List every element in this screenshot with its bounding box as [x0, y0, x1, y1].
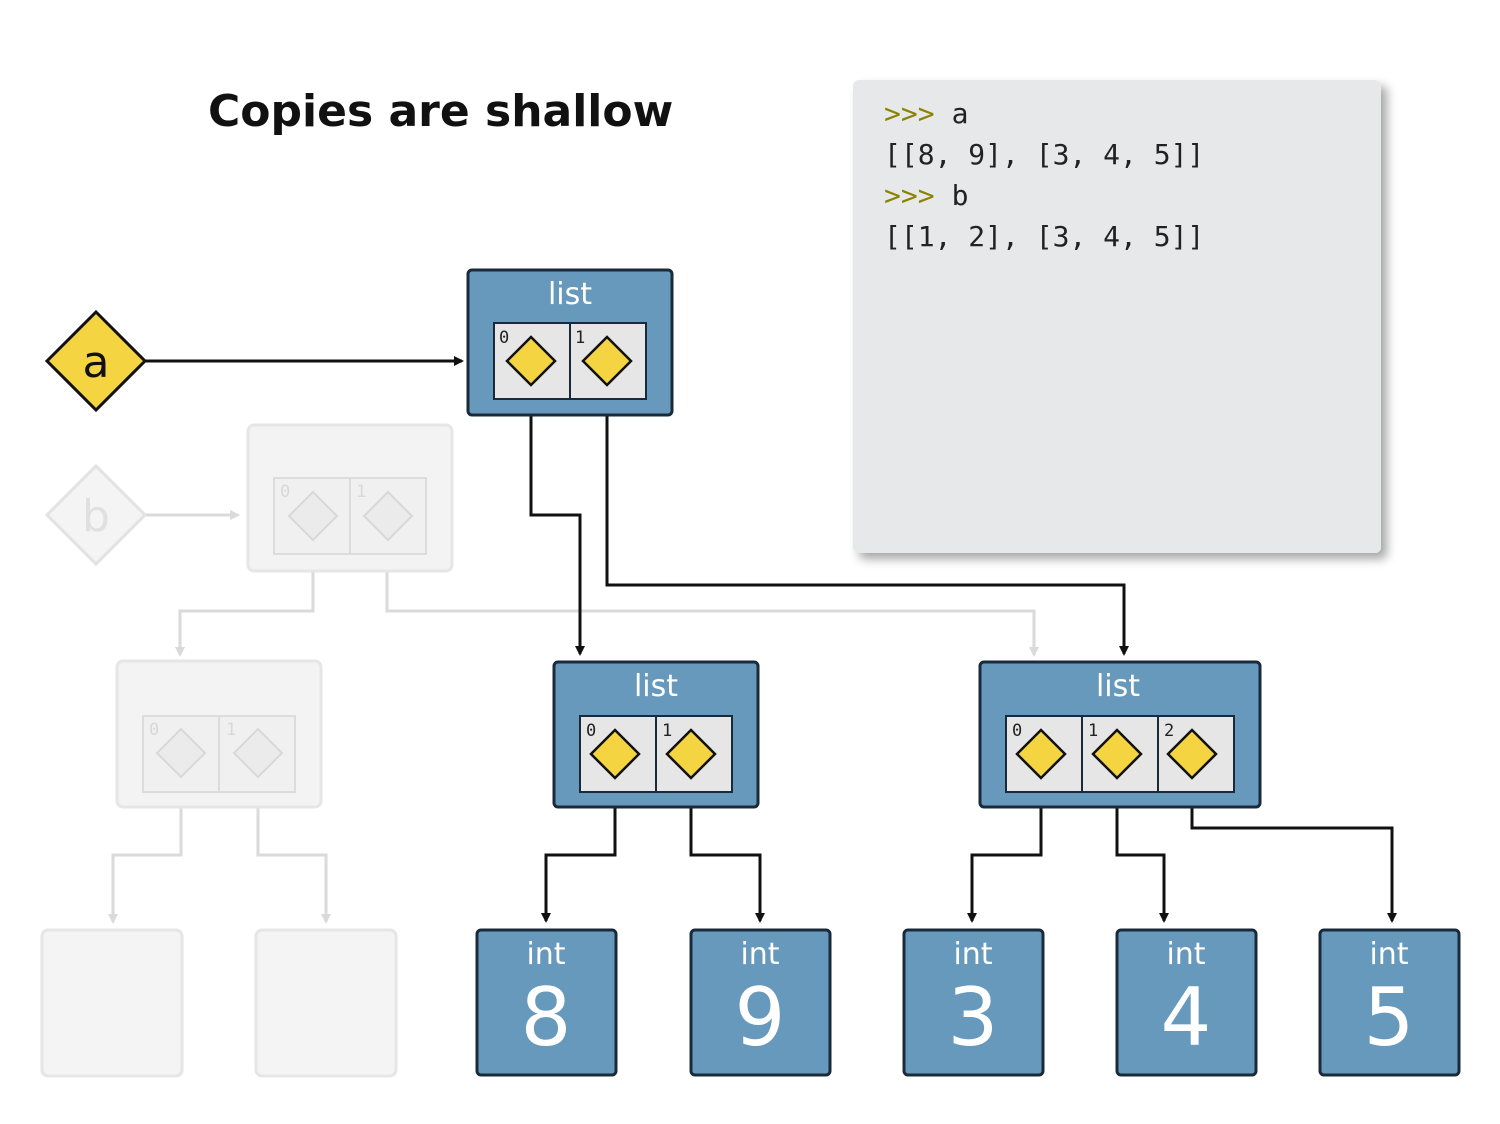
ref-diamond — [1015, 728, 1067, 780]
list-sub-2-idx-2: 2 — [1164, 721, 1174, 741]
ref-diamond — [589, 728, 641, 780]
arrow-to-int-4 — [1115, 772, 1169, 923]
int-value-8: 8 — [521, 971, 572, 1064]
terminal-output-2: [[1, 2], [3, 4, 5]] — [884, 220, 1204, 253]
terminal-panel: >>> a [[8, 9], [3, 4, 5]] >>> b [[1, 2], [… — [853, 80, 1381, 553]
faded-idx-1: 1 — [356, 482, 366, 502]
prompt-2: >>> — [884, 179, 935, 212]
variable-b: b — [44, 463, 148, 567]
int-value-3: 3 — [948, 971, 999, 1064]
faded-int-2 — [254, 928, 398, 1078]
int-type-label: int — [740, 937, 779, 972]
faded-idx-0: 0 — [280, 482, 290, 502]
int-value-9: 9 — [735, 971, 786, 1064]
active-arrows — [145, 356, 1397, 923]
list-sub-1-idx-1: 1 — [662, 721, 672, 741]
faded-arrow-b1 — [385, 553, 1039, 657]
list-sub-2: list 0 1 2 — [978, 660, 1262, 809]
list-outer-idx-0: 0 — [499, 328, 509, 348]
ref-diamond — [1166, 728, 1218, 780]
int-box-9: int 9 — [689, 928, 832, 1077]
faded-list-b: 0 1 — [246, 423, 454, 573]
list-outer-idx-1: 1 — [575, 328, 585, 348]
list-sub-2-idx-1: 1 — [1088, 721, 1098, 741]
list-outer-type: list — [548, 277, 592, 312]
faded-int-1 — [40, 928, 184, 1078]
prompt-1: >>> — [884, 97, 935, 130]
faded-arrow-b0 — [175, 553, 315, 657]
variable-b-label: b — [82, 491, 110, 542]
ref-diamond — [581, 335, 633, 387]
int-value-4: 4 — [1161, 971, 1212, 1064]
int-type-label: int — [953, 937, 992, 972]
faded-arrow-inner0 — [108, 792, 183, 924]
faded-b-structure: b 0 1 0 1 — [40, 423, 1039, 1078]
terminal-line-1: >>> a — [884, 97, 968, 130]
int-value-5: 5 — [1364, 971, 1415, 1064]
arrow-to-int-9 — [689, 772, 765, 923]
terminal-cmd-1: a — [952, 97, 969, 130]
terminal-line-3: >>> b — [884, 179, 968, 212]
faded-inner-idx-0: 0 — [149, 720, 159, 740]
list-sub-1-type: list — [634, 669, 678, 704]
terminal-cmd-2: b — [952, 179, 969, 212]
list-outer: list 0 1 — [466, 268, 674, 417]
arrow-to-int-8 — [541, 772, 617, 923]
list-sub-2-type: list — [1096, 669, 1140, 704]
ref-diamond — [505, 335, 557, 387]
diagram-title: Copies are shallow — [208, 86, 673, 137]
faded-inner-idx-1: 1 — [226, 720, 236, 740]
list-sub-2-idx-0: 0 — [1012, 721, 1022, 741]
list-sub-1: list 0 1 — [552, 660, 760, 809]
faded-arrow-inner1 — [256, 792, 331, 924]
int-type-label: int — [1369, 937, 1408, 972]
int-type-label: int — [1166, 937, 1205, 972]
int-type-label: int — [526, 937, 565, 972]
int-box-5: int 5 — [1318, 928, 1461, 1077]
variable-a-label: a — [83, 337, 110, 388]
int-box-8: int 8 — [475, 928, 618, 1077]
ref-diamond — [665, 728, 717, 780]
list-sub-1-idx-0: 0 — [586, 721, 596, 741]
variable-a: a — [44, 309, 148, 413]
arrow-list0-to-sub1 — [529, 379, 585, 656]
arrow-list1-to-sub2 — [605, 379, 1129, 656]
arrow-to-int-3 — [967, 772, 1043, 923]
int-box-4: int 4 — [1115, 928, 1258, 1077]
faded-inner-list: 0 1 — [115, 659, 323, 809]
ref-diamond — [1091, 728, 1143, 780]
terminal-output-1: [[8, 9], [3, 4, 5]] — [884, 138, 1204, 171]
int-box-3: int 3 — [902, 928, 1045, 1077]
